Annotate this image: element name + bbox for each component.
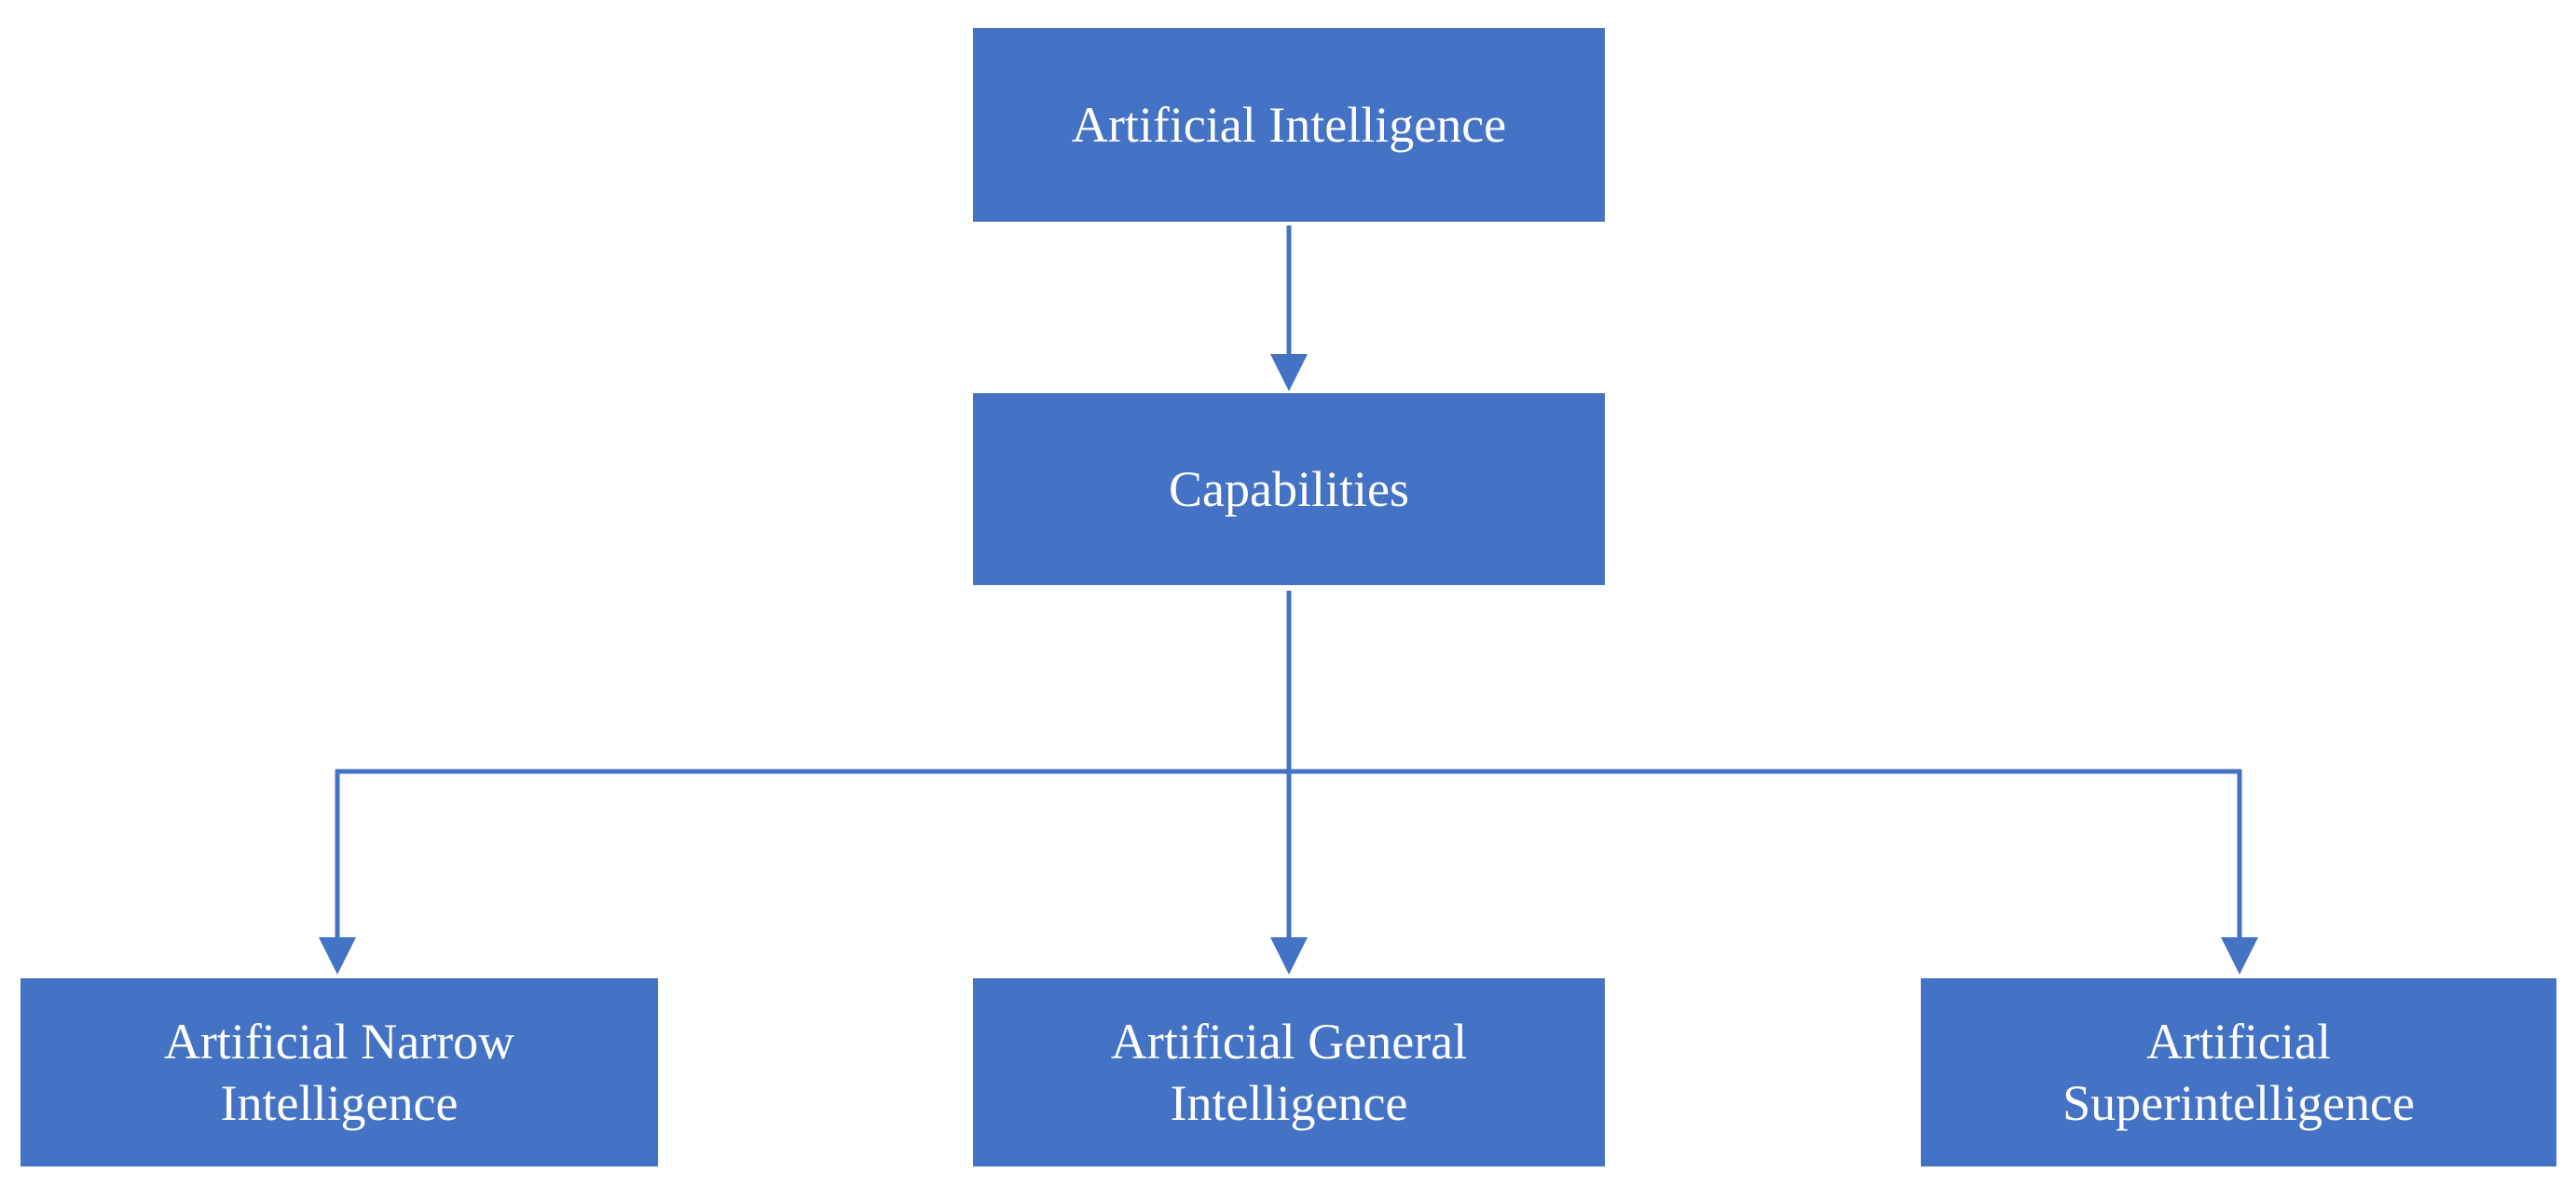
node-artificial-narrow-intelligence: Artificial Narrow Intelligence — [21, 978, 658, 1166]
node-capabilities: Capabilities — [973, 393, 1605, 585]
node-artificial-superintelligence: Artificial Superintelligence — [1921, 978, 2556, 1166]
node-artificial-intelligence: Artificial Intelligence — [973, 28, 1605, 222]
node-artificial-general-intelligence: Artificial General Intelligence — [973, 978, 1605, 1166]
